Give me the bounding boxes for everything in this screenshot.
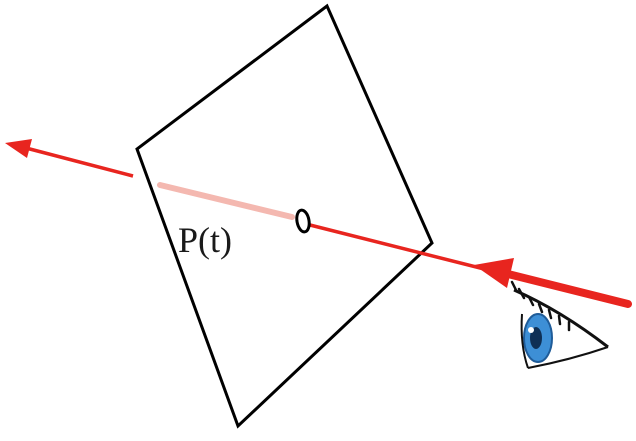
ray-origin-shaft [496, 268, 632, 308]
intersection-point-icon [295, 208, 311, 234]
arrowhead-icon [474, 258, 514, 288]
ray-hidden-segment [157, 182, 295, 220]
ray-exit-segment [25, 146, 134, 178]
plane-quad [135, 3, 434, 429]
point-label: P(t) [178, 220, 232, 260]
eye-icon [510, 280, 609, 369]
ray-visible-segment [305, 222, 501, 275]
exit-arrowhead-icon [5, 139, 32, 158]
